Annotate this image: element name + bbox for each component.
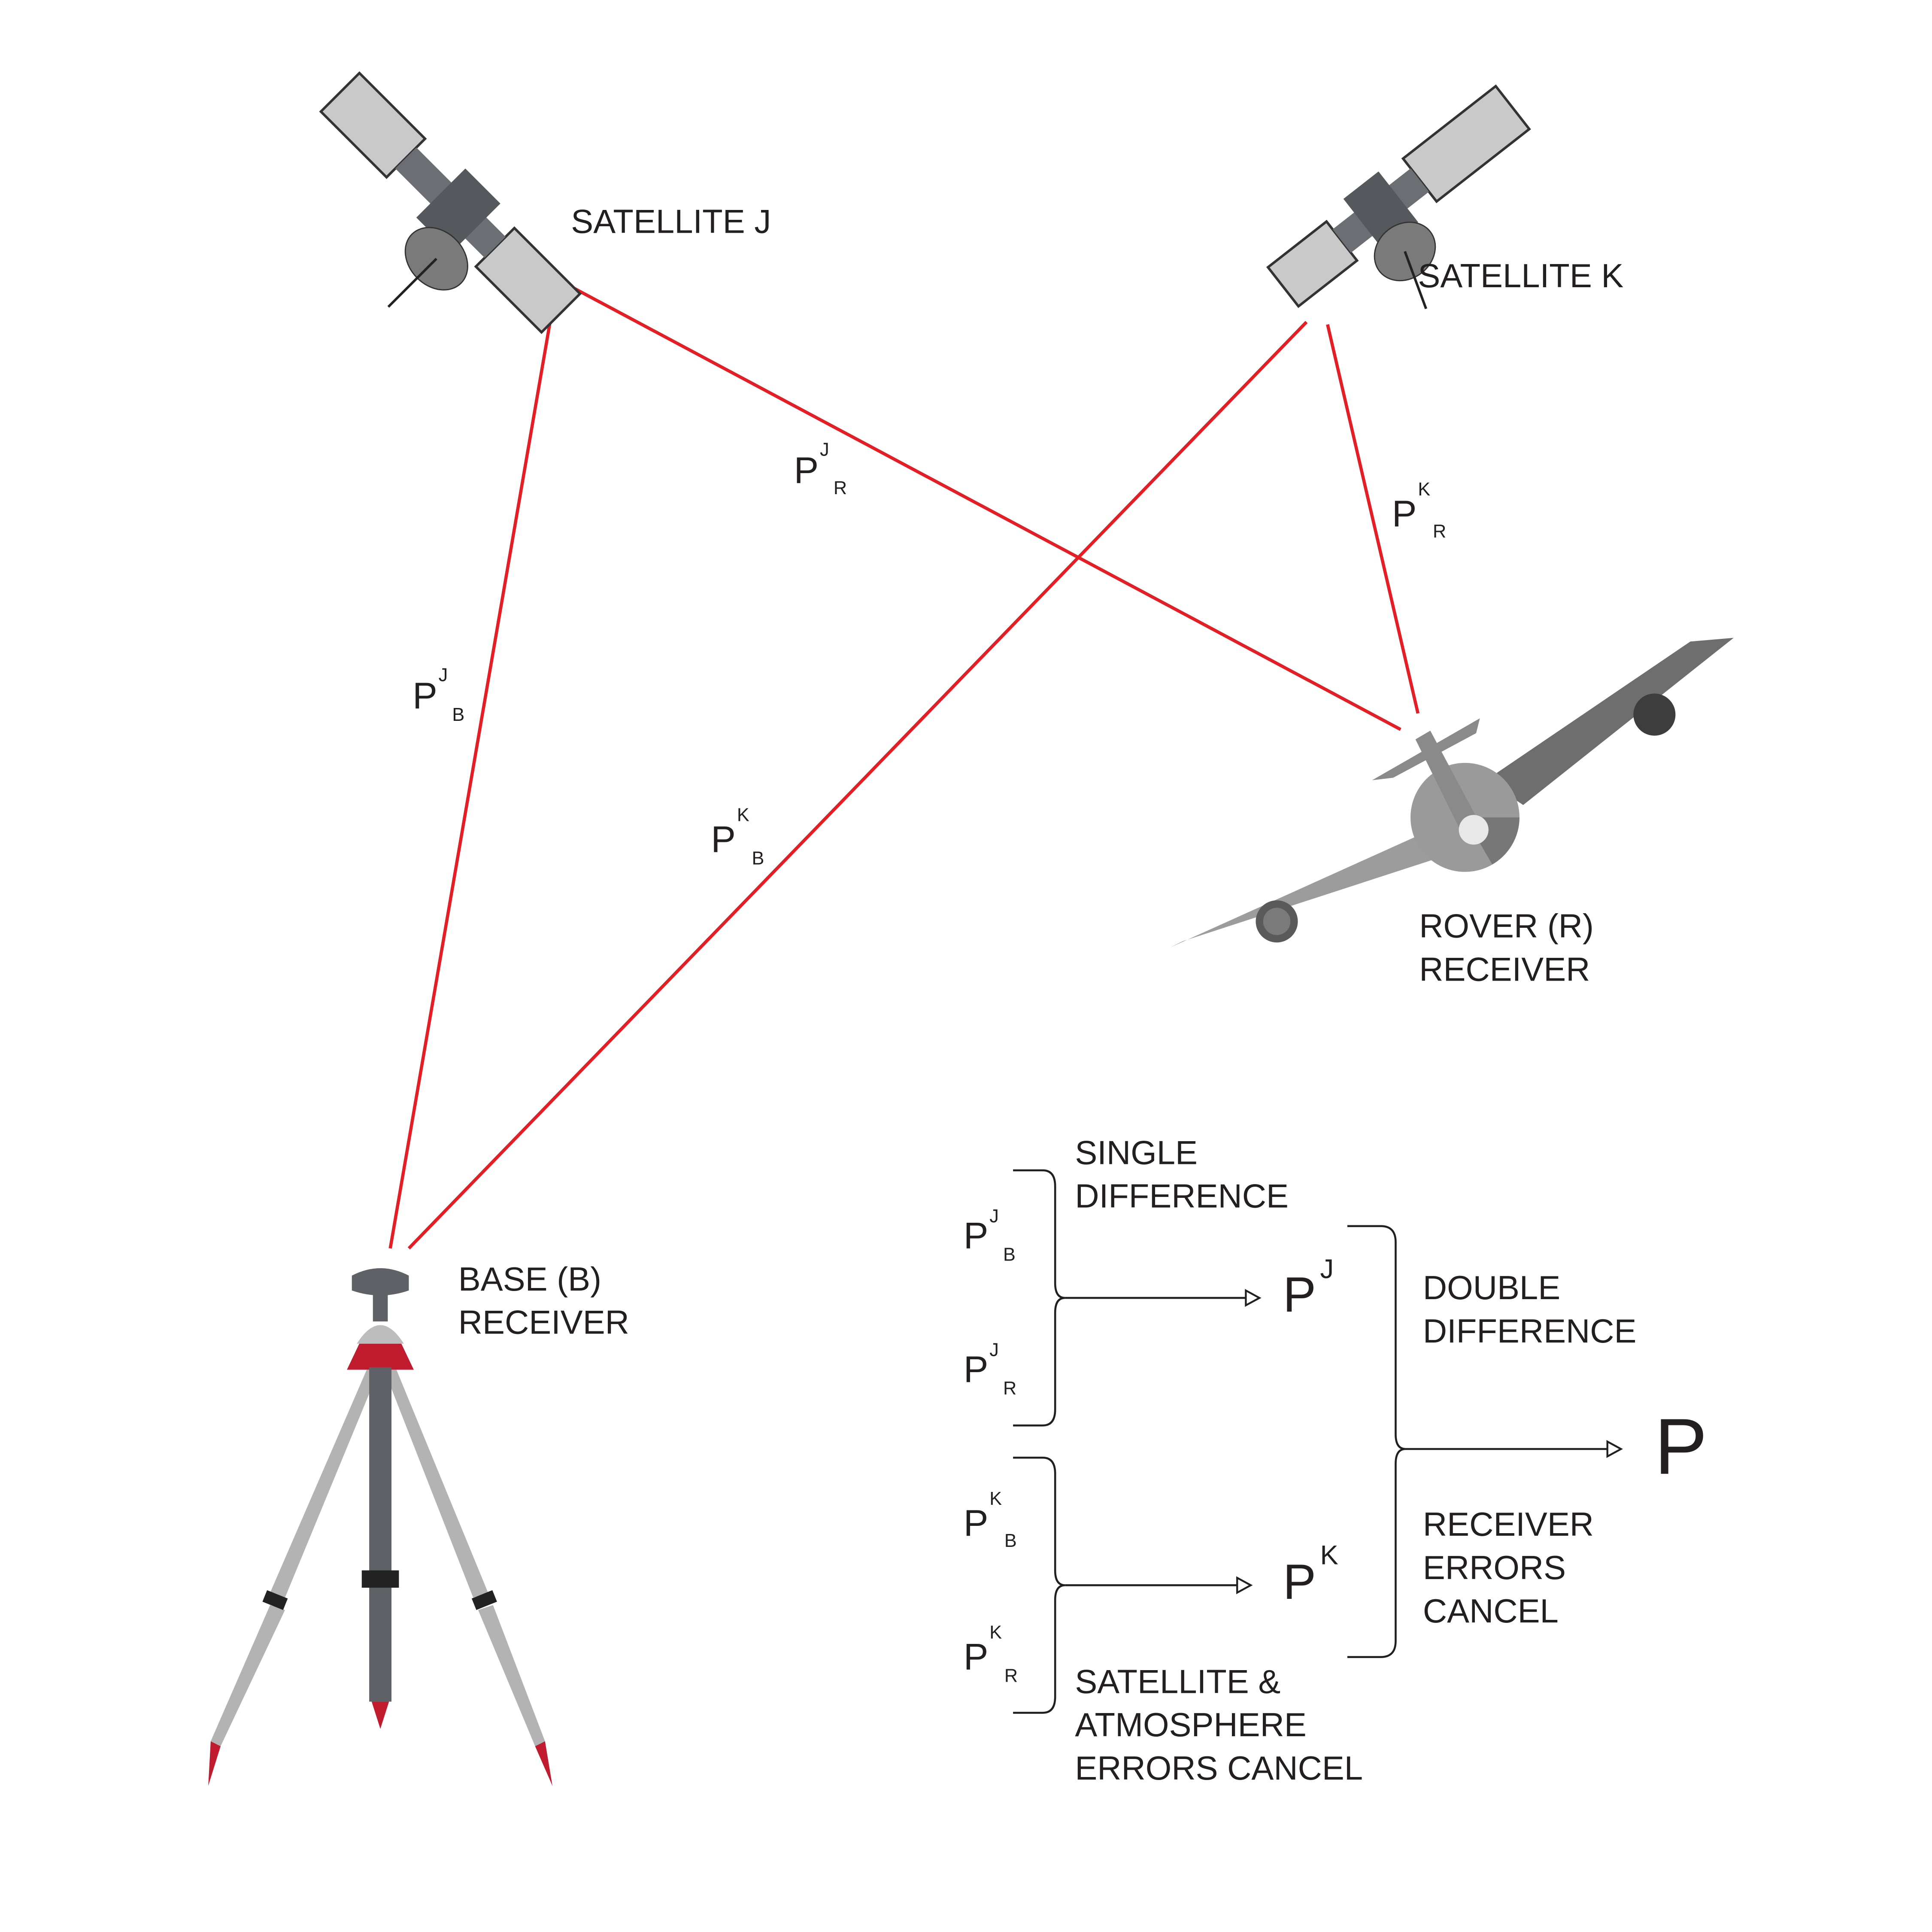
single-difference-pk: P K	[1283, 1540, 1338, 1610]
scheme-pkb: P K B	[964, 1488, 1017, 1551]
receiver-errors-label-3: CANCEL	[1423, 1592, 1559, 1630]
svg-text:P: P	[412, 675, 437, 717]
scheme-pkr: P K R	[964, 1622, 1018, 1686]
svg-text:K: K	[989, 1488, 1002, 1509]
base-label-line2: RECEIVER	[458, 1303, 629, 1341]
double-difference-label: DOUBLE	[1423, 1269, 1560, 1306]
signal-j-to-rover	[571, 286, 1401, 731]
tripod-base-icon	[208, 1268, 553, 1786]
signal-lines	[388, 286, 1420, 1250]
satellite-errors-label-3: ERRORS CANCEL	[1075, 1749, 1363, 1787]
svg-text:P: P	[1283, 1267, 1316, 1322]
svg-text:B: B	[1003, 1245, 1016, 1265]
svg-text:R: R	[1433, 521, 1446, 542]
difference-scheme: SINGLE DIFFERENCE P J B P J R P K B P K …	[964, 1134, 1708, 1787]
svg-text:B: B	[752, 848, 764, 869]
scheme-pjr: P J R	[964, 1340, 1017, 1399]
svg-text:K: K	[1418, 479, 1430, 500]
range-label-pjb: P J B	[412, 665, 464, 725]
brace-k	[1013, 1456, 1065, 1714]
brace-double	[1347, 1225, 1406, 1658]
base-label-line1: BASE (B)	[458, 1260, 601, 1298]
receiver-errors-label-2: ERRORS	[1423, 1549, 1566, 1586]
satellite-j-label: SATELLITE J	[571, 202, 771, 240]
svg-text:J: J	[1320, 1254, 1334, 1284]
range-label-pjr: P J R	[794, 440, 847, 498]
svg-text:K: K	[737, 805, 749, 826]
airplane-rover-icon	[1170, 638, 1734, 948]
svg-text:P: P	[964, 1349, 989, 1390]
svg-text:R: R	[834, 478, 847, 498]
rover-label-line1: ROVER (R)	[1419, 907, 1594, 945]
svg-text:P: P	[964, 1503, 989, 1544]
arrowhead-icon	[1236, 1576, 1253, 1595]
signal-k-to-rover	[1326, 324, 1420, 714]
satellite-k-label: SATELLITE K	[1418, 257, 1623, 295]
rover-label-line2: RECEIVER	[1419, 951, 1590, 988]
satellite-errors-label-2: ATMOSPHERE	[1075, 1706, 1306, 1744]
range-label-pkb: P K B	[711, 805, 764, 869]
arrowhead-icon	[1606, 1440, 1623, 1458]
svg-text:J: J	[989, 1206, 999, 1227]
satellite-j-icon	[319, 71, 582, 334]
brace-j	[1013, 1169, 1065, 1427]
single-difference-label-2: DIFFERENCE	[1075, 1177, 1289, 1215]
svg-text:B: B	[452, 705, 464, 725]
svg-text:P: P	[964, 1215, 989, 1257]
svg-text:P: P	[964, 1636, 989, 1677]
svg-text:P: P	[794, 450, 819, 491]
svg-text:K: K	[1320, 1540, 1338, 1570]
double-difference-label-2: DIFFERENCE	[1423, 1312, 1637, 1350]
arrowhead-icon	[1245, 1289, 1262, 1307]
svg-text:R: R	[1003, 1378, 1016, 1399]
single-difference-pj: P J	[1283, 1254, 1334, 1322]
svg-text:P: P	[1392, 493, 1417, 535]
svg-text:R: R	[1004, 1665, 1018, 1686]
signal-j-to-base	[388, 301, 555, 1249]
scheme-pjb: P J B	[964, 1206, 1016, 1265]
svg-text:J: J	[989, 1340, 999, 1361]
double-difference-result: P	[1654, 1403, 1707, 1491]
single-difference-label: SINGLE	[1075, 1134, 1198, 1172]
receiver-errors-label-1: RECEIVER	[1423, 1505, 1594, 1543]
svg-text:P: P	[711, 819, 736, 860]
range-label-pkr: P K R	[1392, 479, 1446, 542]
svg-text:J: J	[439, 665, 448, 686]
satellite-errors-label-1: SATELLITE &	[1075, 1662, 1280, 1700]
svg-text:K: K	[989, 1622, 1002, 1643]
signal-k-to-base	[407, 321, 1308, 1250]
svg-text:B: B	[1004, 1531, 1017, 1551]
svg-text:J: J	[820, 440, 829, 460]
svg-text:P: P	[1283, 1555, 1316, 1610]
satellite-k-icon	[1266, 84, 1531, 310]
